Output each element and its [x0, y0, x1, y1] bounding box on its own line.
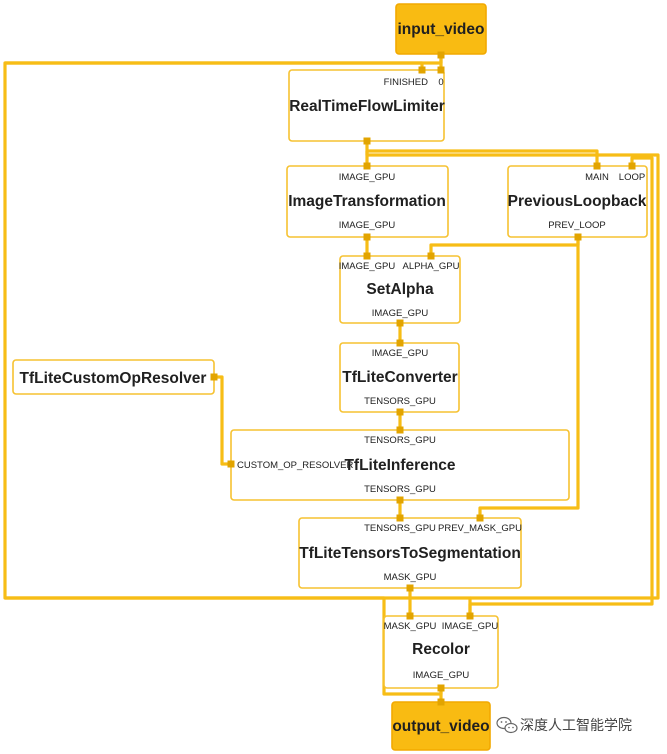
port-label-loop: LOOP [619, 172, 645, 183]
port-dot [466, 612, 474, 620]
port-dot [210, 373, 218, 381]
node-title: output_video [392, 718, 489, 735]
node-image-transformation[interactable]: IMAGE_GPU ImageTransformation IMAGE_GPU [286, 165, 449, 238]
port-dot [476, 514, 484, 522]
port-label-tensors-in: TENSORS_GPU [364, 435, 436, 446]
port-dot [406, 584, 414, 592]
port-label-custom-op-resolver: CUSTOM_OP_RESOLVER [237, 460, 353, 471]
node-title: RealTimeFlowLimiter [289, 98, 445, 115]
port-dot [363, 137, 371, 145]
edge-loopback-to-alpha [429, 237, 580, 256]
edge-loop-input [468, 156, 654, 616]
port-dot [574, 233, 582, 241]
port-label-tensors-in: TENSORS_GPU [364, 523, 436, 534]
watermark: 深度人工智能学院 [496, 716, 632, 734]
edge-limiter-to-loopback-main [367, 149, 599, 166]
port-dot [396, 514, 404, 522]
port-label-zero: 0 [438, 77, 443, 88]
port-dot [427, 252, 435, 260]
node-title: PreviousLoopback [508, 193, 647, 210]
watermark-text: 深度人工智能学院 [520, 718, 632, 734]
port-label-mask-in: MASK_GPU [384, 621, 437, 632]
node-title: TfLiteTensorsToSegmentation [299, 545, 521, 562]
edge-loopback-loop [365, 151, 660, 600]
port-label-alpha-in: ALPHA_GPU [402, 261, 459, 272]
port-dot [227, 460, 235, 468]
node-title: TfLiteCustomOpResolver [20, 370, 207, 387]
node-output-video[interactable]: output_video [391, 701, 491, 751]
port-label-image-in: IMAGE_GPU [339, 172, 396, 183]
node-title: SetAlpha [366, 281, 434, 298]
port-dot [363, 162, 371, 170]
node-realtime-flow-limiter[interactable]: FINISHED 0 RealTimeFlowLimiter [288, 69, 445, 142]
port-label-image-out: IMAGE_GPU [413, 670, 470, 681]
port-dot [437, 698, 445, 706]
node-title: TfLiteInference [344, 457, 455, 474]
port-label-tensors-out: TENSORS_GPU [364, 484, 436, 495]
port-label-mask-out: MASK_GPU [384, 572, 437, 583]
node-title: Recolor [412, 641, 470, 658]
port-dot [406, 612, 414, 620]
node-previous-loopback[interactable]: MAIN LOOP PreviousLoopback PREV_LOOP [507, 165, 648, 238]
node-tflite-custom-op-resolver[interactable]: TfLiteCustomOpResolver [12, 359, 215, 395]
port-label-image-in: IMAGE_GPU [442, 621, 499, 632]
edge-loopback-to-prevmask [478, 237, 580, 518]
edges [3, 55, 660, 702]
port-dot [593, 162, 601, 170]
node-input-video[interactable]: input_video [395, 3, 487, 55]
port-dots [210, 51, 636, 706]
port-label-main: MAIN [585, 172, 609, 183]
port-label-finished: FINISHED [384, 77, 428, 88]
port-dot [396, 408, 404, 416]
port-label-image-out: IMAGE_GPU [372, 308, 429, 319]
port-dot [628, 162, 636, 170]
port-label-image-in: IMAGE_GPU [339, 261, 396, 272]
node-set-alpha[interactable]: IMAGE_GPU ALPHA_GPU SetAlpha IMAGE_GPU [339, 255, 461, 324]
edge-input-to-recolor-image [3, 55, 472, 616]
node-tflite-inference[interactable]: TENSORS_GPU CUSTOM_OP_RESOLVER TfLiteInf… [230, 429, 570, 501]
node-title: input_video [398, 21, 485, 38]
port-dot [396, 339, 404, 347]
port-dot [396, 426, 404, 434]
wechat-icon [496, 716, 518, 734]
port-dot [363, 233, 371, 241]
port-label-prev-mask-in: PREV_MASK_GPU [438, 523, 522, 534]
node-title: TfLiteConverter [342, 369, 457, 386]
edge-resolver-to-inference [214, 375, 231, 466]
port-dot [418, 66, 426, 74]
port-dot [396, 496, 404, 504]
port-label-image-in: IMAGE_GPU [372, 348, 429, 359]
port-dot [363, 252, 371, 260]
port-label-image-out: IMAGE_GPU [339, 220, 396, 231]
port-dot [437, 51, 445, 59]
node-tflite-tensors-to-segmentation[interactable]: TENSORS_GPU PREV_MASK_GPU TfLiteTensorsT… [298, 517, 522, 589]
port-label-tensors-out: TENSORS_GPU [364, 396, 436, 407]
port-dot [396, 319, 404, 327]
port-dot [437, 66, 445, 74]
port-label-prev-loop: PREV_LOOP [548, 220, 606, 231]
node-recolor[interactable]: MASK_GPU IMAGE_GPU Recolor IMAGE_GPU [383, 615, 499, 689]
node-tflite-converter[interactable]: IMAGE_GPU TfLiteConverter TENSORS_GPU [339, 342, 460, 413]
port-dot [437, 684, 445, 692]
node-title: ImageTransformation [288, 193, 446, 210]
